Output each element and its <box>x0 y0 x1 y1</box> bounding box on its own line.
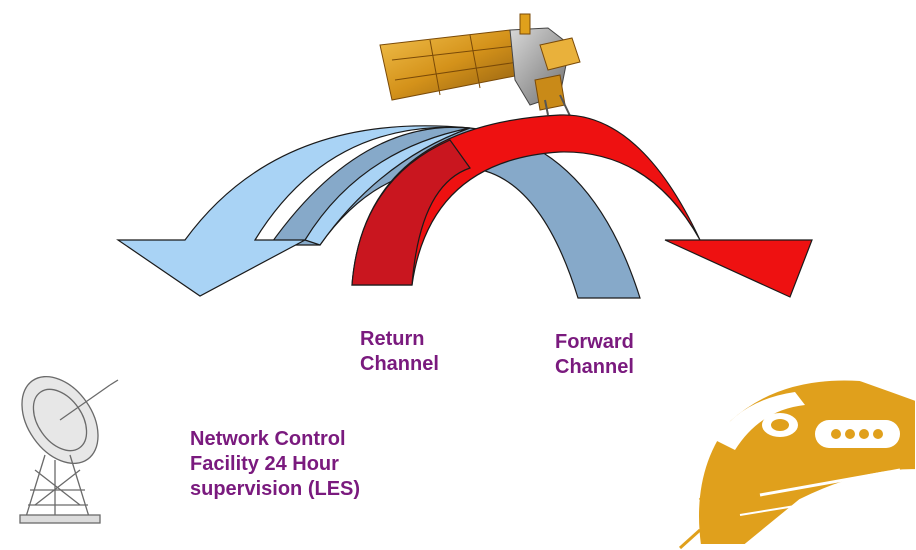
satellite-dish-icon <box>19 375 119 524</box>
network-control-label-line2: Facility 24 Hour <box>190 453 339 475</box>
forward-channel-arrow <box>351 114 813 298</box>
satellite-icon <box>379 13 581 121</box>
network-control-label-line1: Network Control <box>190 428 346 450</box>
forward-channel-label-line2: Channel <box>555 356 634 378</box>
network-control-label: Network Control Facility 24 Hour supervi… <box>190 427 360 502</box>
network-control-label-line3: supervision (LES) <box>190 478 361 500</box>
return-channel-label-line2: Channel <box>360 353 439 375</box>
forward-channel-label: Forward Channel <box>555 330 634 380</box>
forward-channel-label-line1: Forward <box>555 331 634 353</box>
return-channel-label: Return Channel <box>360 327 439 377</box>
return-channel-arrow-head <box>116 125 471 297</box>
return-channel-label-line1: Return <box>360 328 425 350</box>
train-icon <box>678 378 916 550</box>
